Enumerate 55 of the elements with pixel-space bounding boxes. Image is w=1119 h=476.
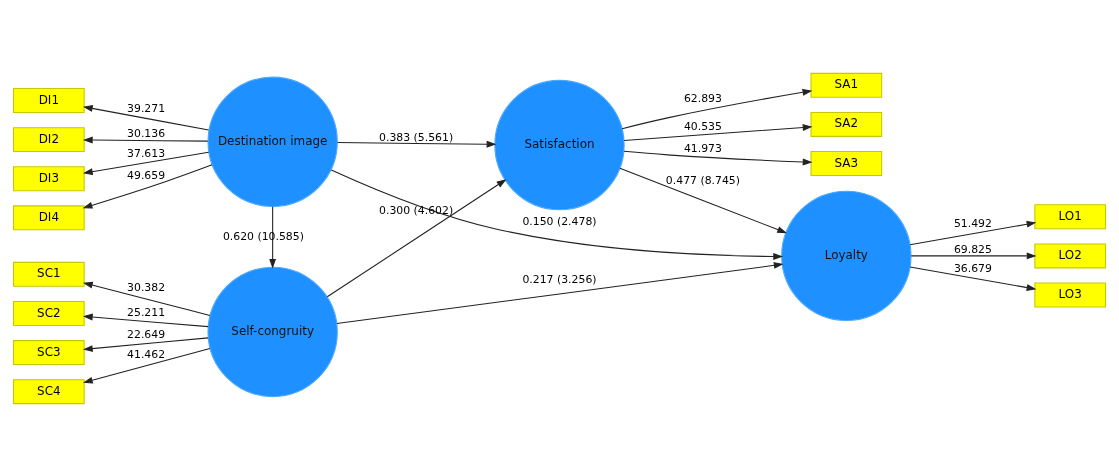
node-box: SC4 <box>12 378 85 404</box>
node-box: SC3 <box>12 339 85 365</box>
arrow <box>82 163 213 209</box>
edge-label: 51.492 <box>953 216 992 230</box>
node-circle: Self-congruity <box>207 266 338 397</box>
node-box: SA3 <box>810 150 883 176</box>
edge-label: 36.679 <box>953 261 992 275</box>
node-box: DI2 <box>12 126 85 152</box>
node-circle: Loyalty <box>781 190 912 321</box>
edge-label: 49.659 <box>127 168 166 182</box>
node-circle: Destination image <box>207 76 338 207</box>
edge-label: 39.271 <box>127 101 166 115</box>
arrow <box>330 168 784 260</box>
arrow <box>326 178 507 297</box>
edge-label: 69.825 <box>953 242 992 256</box>
node-box: SC2 <box>12 300 85 326</box>
arrow <box>82 347 211 384</box>
node-box: LO1 <box>1034 203 1107 229</box>
arrow <box>82 313 209 327</box>
node-box: SA1 <box>810 72 883 98</box>
node-box: LO2 <box>1034 242 1107 268</box>
edge-label: 25.211 <box>127 305 166 319</box>
edge-label: 40.535 <box>683 119 722 133</box>
arrow <box>337 140 497 148</box>
arrow <box>82 336 209 352</box>
edge-label: 62.893 <box>683 91 722 105</box>
edge-label: 41.973 <box>683 141 722 155</box>
node-box: SC1 <box>12 261 85 287</box>
arrow <box>336 261 784 324</box>
node-box: LO3 <box>1034 282 1107 307</box>
node-box: DI3 <box>12 165 85 191</box>
arrow <box>623 123 813 141</box>
edge-label: 41.462 <box>127 347 166 361</box>
arrow <box>909 265 1037 291</box>
arrow <box>909 220 1037 245</box>
arrow <box>82 136 209 143</box>
edge-label: 0.150 (2.478) <box>522 214 597 228</box>
edge-label: 22.649 <box>127 327 166 341</box>
node-box: DI4 <box>12 204 85 230</box>
arrow <box>82 104 210 131</box>
arrow <box>82 281 211 316</box>
edge-label: 0.477 (8.745) <box>665 173 740 187</box>
arrow <box>82 151 210 175</box>
edge-label: 37.613 <box>127 146 166 160</box>
arrow <box>619 167 788 233</box>
arrow <box>621 88 813 129</box>
arrow <box>269 205 277 269</box>
edge-label: 30.136 <box>127 126 166 140</box>
arrow <box>623 150 813 165</box>
edge-label: 0.383 (5.561) <box>379 130 454 144</box>
edge-label: 0.217 (3.256) <box>522 272 597 286</box>
arrow <box>910 251 1037 259</box>
edge-label: 30.382 <box>127 280 166 294</box>
node-box: DI1 <box>12 87 85 113</box>
node-box: SA2 <box>810 111 883 137</box>
